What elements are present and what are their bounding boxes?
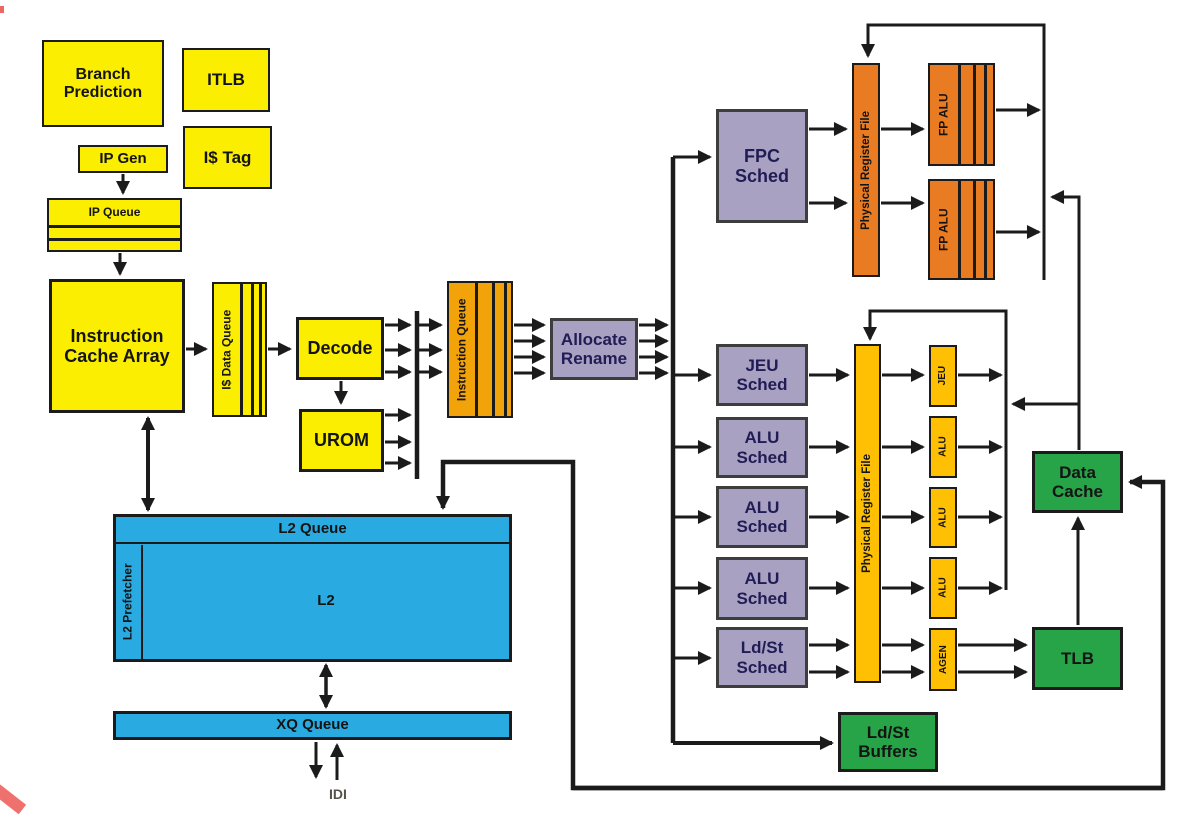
block-xq-queue: XQ Queue <box>113 711 512 740</box>
queue-divider <box>958 65 961 164</box>
block-fp-alu-bottom: FP ALU <box>928 179 995 280</box>
queue-divider <box>958 181 961 278</box>
block-jeu-unit: JEU <box>929 345 957 407</box>
queue-divider <box>475 283 478 416</box>
alu-unit-3-label: ALU <box>937 577 949 599</box>
block-data-cache: Data Cache <box>1032 451 1123 513</box>
branch-prediction-label: Branch Prediction <box>63 65 143 101</box>
block-l2-queue: L2 Queue <box>116 517 509 544</box>
block-allocate-rename: Allocate Rename <box>550 318 638 380</box>
block-instruction-cache-array: Instruction Cache Array <box>49 279 185 413</box>
block-decode: Decode <box>296 317 384 380</box>
block-icache-tag: I$ Tag <box>183 126 272 189</box>
queue-divider <box>984 181 987 278</box>
block-alu-sched-1: ALU Sched <box>716 417 808 478</box>
block-l2: L2 <box>143 544 509 659</box>
alu-unit-1-label: ALU <box>937 436 949 458</box>
queue-divider <box>251 284 254 415</box>
ldst-sched-label: Ld/St Sched <box>736 638 788 677</box>
int-physical-register-file-label: Physical Register File <box>861 454 874 573</box>
fp-alu-top-label-col: FP ALU <box>930 65 958 164</box>
block-int-physical-register-file: Physical Register File <box>854 344 881 683</box>
fp-alu-bottom-label: FP ALU <box>936 208 951 251</box>
block-ip-queue: IP Queue <box>47 198 182 252</box>
idi-text: IDI <box>329 786 347 802</box>
data-cache-label: Data Cache <box>1051 462 1104 501</box>
instruction-queue-label-col: Instruction Queue <box>449 283 475 416</box>
idi-label: IDI <box>308 786 368 802</box>
block-ip-gen: IP Gen <box>78 145 168 173</box>
itlb-label: ITLB <box>207 70 245 90</box>
block-itlb: ITLB <box>182 48 270 112</box>
block-jeu-sched: JEU Sched <box>716 344 808 406</box>
block-alu-sched-2: ALU Sched <box>716 486 808 548</box>
icache-tag-label: I$ Tag <box>203 147 252 167</box>
ip-queue-label-row: IP Queue <box>49 200 180 225</box>
jeu-sched-label: JEU Sched <box>736 355 788 394</box>
queue-divider <box>240 284 243 415</box>
block-icache-data-queue: I$ Data Queue <box>212 282 267 417</box>
red-stray-mark-top <box>0 6 4 13</box>
decode-label: Decode <box>307 338 373 359</box>
queue-divider <box>492 283 495 416</box>
xq-queue-label: XQ Queue <box>276 716 349 734</box>
instruction-queue-label: Instruction Queue <box>454 298 469 401</box>
block-instruction-queue: Instruction Queue <box>447 281 513 418</box>
ldst-buffers-label: Ld/St Buffers <box>858 722 918 761</box>
block-alu-unit-3: ALU <box>929 557 957 619</box>
block-ldst-sched: Ld/St Sched <box>716 627 808 688</box>
ip-queue-label: IP Queue <box>88 204 141 219</box>
block-fpc-sched: FPC Sched <box>716 109 808 223</box>
fpc-sched-label: FPC Sched <box>734 145 790 186</box>
alu-sched-3-label: ALU Sched <box>736 569 788 608</box>
queue-divider <box>259 284 262 415</box>
tlb-label: TLB <box>1060 648 1095 668</box>
alu-unit-2-label: ALU <box>937 507 949 528</box>
block-l2-complex: L2 Queue L2 Prefetcher L2 <box>113 514 512 662</box>
queue-divider <box>984 65 987 164</box>
fp-alu-top-label: FP ALU <box>936 93 951 136</box>
fp-physical-register-file-label: Physical Register File <box>859 110 872 230</box>
icache-data-queue-label: I$ Data Queue <box>219 309 234 390</box>
queue-divider <box>973 65 976 164</box>
block-fp-physical-register-file: Physical Register File <box>852 63 880 277</box>
urom-label: UROM <box>314 430 369 451</box>
alu-sched-1-label: ALU Sched <box>736 428 788 467</box>
fp-alu-bottom-label-col: FP ALU <box>930 181 958 278</box>
block-tlb: TLB <box>1032 627 1123 690</box>
l2-prefetcher-label: L2 Prefetcher <box>120 563 135 641</box>
block-fp-alu-top: FP ALU <box>928 63 995 166</box>
allocate-rename-label: Allocate Rename <box>560 329 628 368</box>
instruction-cache-array-label: Instruction Cache Array <box>64 325 170 366</box>
block-l2-prefetcher: L2 Prefetcher <box>116 544 143 659</box>
icache-data-queue-label-col: I$ Data Queue <box>214 284 240 415</box>
agen-unit-label: AGEN <box>937 645 949 674</box>
queue-divider <box>49 225 180 228</box>
block-branch-prediction: Branch Prediction <box>42 40 164 127</box>
block-urom: UROM <box>299 409 384 472</box>
block-alu-unit-2: ALU <box>929 487 957 548</box>
block-ldst-buffers: Ld/St Buffers <box>838 712 938 772</box>
block-alu-sched-3: ALU Sched <box>716 557 808 620</box>
block-alu-unit-1: ALU <box>929 416 957 478</box>
block-agen-unit: AGEN <box>929 628 957 691</box>
jeu-unit-label: JEU <box>937 366 949 386</box>
l2-label: L2 <box>317 592 335 610</box>
l2-queue-label: L2 Queue <box>278 520 347 538</box>
alu-sched-2-label: ALU Sched <box>736 497 788 536</box>
queue-divider <box>49 238 180 241</box>
queue-divider <box>973 181 976 278</box>
ip-gen-label: IP Gen <box>99 149 147 167</box>
queue-divider <box>504 283 507 416</box>
